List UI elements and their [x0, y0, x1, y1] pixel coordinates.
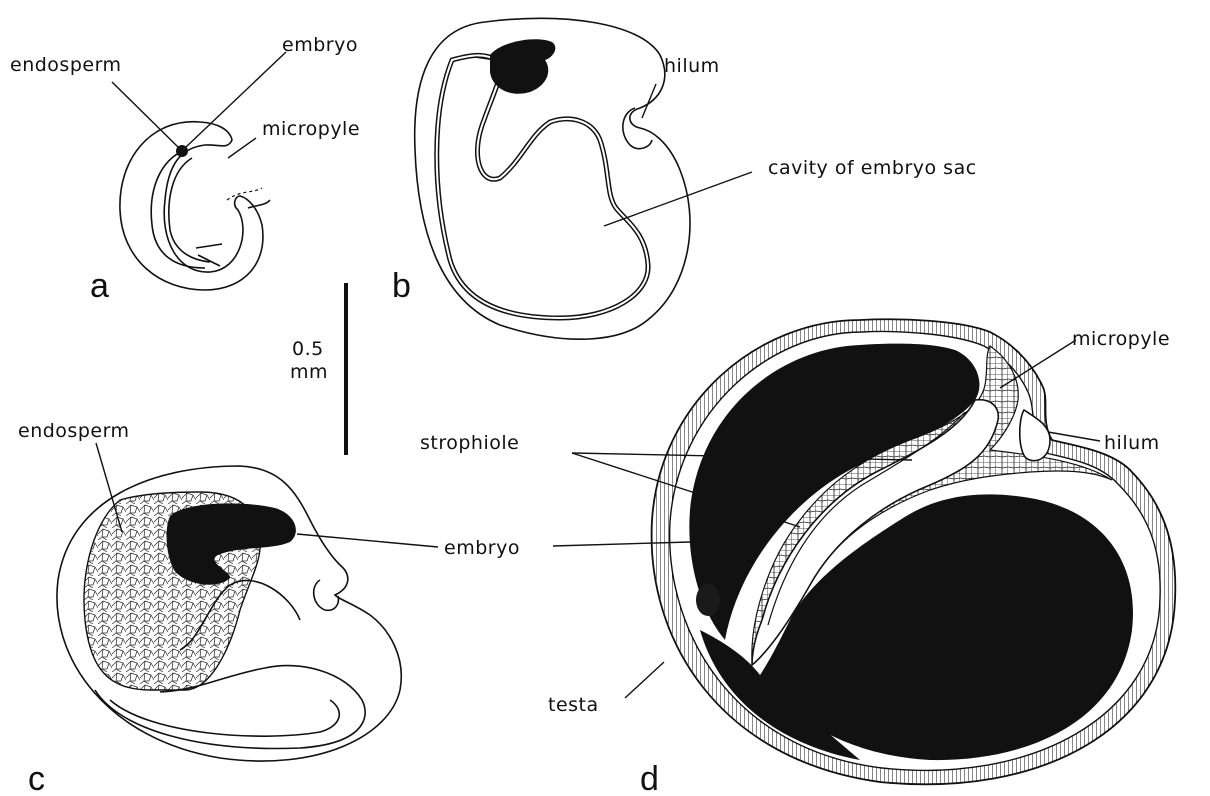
panel-label-a: a: [90, 267, 109, 305]
scale-unit: mm: [290, 361, 328, 383]
label-d-strophiole: strophiole: [420, 432, 519, 454]
label-a-embryo: embryo: [282, 34, 358, 56]
embryo-b-mark: [490, 39, 555, 94]
panel-d-drawing: [652, 319, 1176, 784]
panel-c-drawing: [57, 466, 401, 761]
panel-label-d: d: [640, 760, 659, 796]
label-a-micropyle: micropyle: [262, 118, 360, 140]
panel-a-drawing: [120, 122, 270, 290]
panel-label-b: b: [392, 267, 411, 305]
label-d-micropyle: micropyle: [1072, 328, 1170, 350]
scale-value: 0.5: [292, 338, 324, 360]
label-a-endosperm: endosperm: [10, 54, 122, 76]
label-d-hilum: hilum: [1104, 432, 1160, 454]
label-c-endosperm: endosperm: [18, 420, 130, 442]
label-b-hilum: hilum: [664, 55, 720, 77]
label-d-testa: testa: [548, 694, 599, 716]
panel-b-drawing: [415, 18, 690, 339]
panel-label-c: c: [28, 760, 45, 796]
label-c-embryo: embryo: [444, 537, 520, 559]
label-b-cavity: cavity of embryo sac: [768, 157, 977, 179]
